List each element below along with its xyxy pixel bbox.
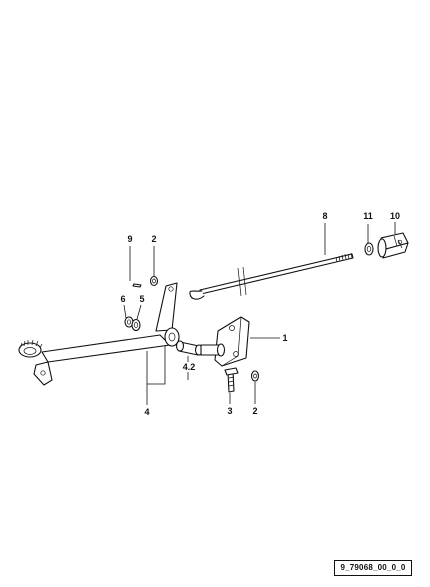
callout-6: 6 — [120, 294, 125, 304]
callout-2-upper: 2 — [151, 234, 156, 244]
part-9-pin — [132, 283, 142, 288]
callout-8: 8 — [322, 211, 327, 221]
part-11-nut — [364, 242, 374, 256]
part-5-washer — [131, 318, 141, 332]
callouts: 8 11 10 9 2 6 5 1 4.2 4 3 2 — [120, 211, 400, 417]
callout-1: 1 — [282, 333, 287, 343]
part-8-rod — [189, 252, 354, 300]
part-4-2-bushing — [175, 340, 204, 356]
part-2-washer-upper — [149, 275, 159, 287]
callout-4: 4 — [144, 407, 149, 417]
part-3-bolt — [224, 367, 239, 393]
callout-2-lower: 2 — [252, 406, 257, 416]
part-10-clevis — [377, 232, 409, 259]
callout-5: 5 — [139, 294, 144, 304]
part-4-lever — [18, 282, 180, 386]
part-1-bracket — [200, 316, 250, 367]
leader-lines — [123, 222, 396, 405]
callout-4-2: 4.2 — [183, 362, 196, 372]
callout-10: 10 — [390, 211, 400, 221]
callout-11: 11 — [363, 211, 373, 221]
lever-knob — [18, 339, 43, 358]
callout-3: 3 — [227, 406, 232, 416]
drawing-id-label: 9_79068_00_0_0 — [334, 560, 412, 576]
part-2-washer-lower — [250, 370, 260, 382]
callout-9: 9 — [127, 234, 132, 244]
